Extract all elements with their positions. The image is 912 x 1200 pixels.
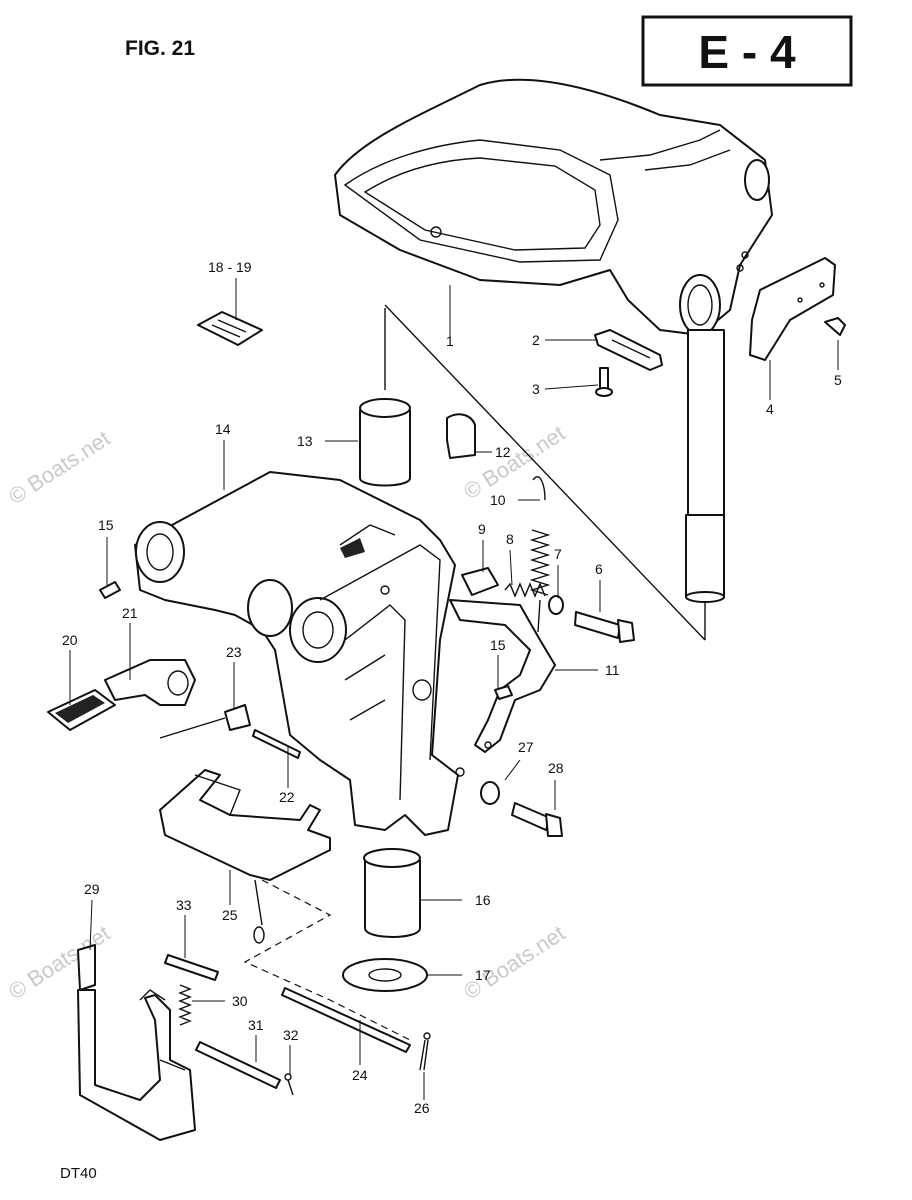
callout-9: 9 [478, 521, 486, 537]
part-33-pin [164, 954, 219, 981]
assembly-lines [243, 304, 706, 1041]
section-code: E - 4 [698, 26, 796, 78]
part-23-clip [159, 704, 251, 739]
callout-6: 6 [595, 561, 603, 577]
callout-8: 8 [506, 531, 514, 547]
callout-24: 24 [352, 1067, 368, 1083]
callout-17: 17 [475, 967, 491, 983]
callout-10: 10 [490, 492, 506, 508]
part-21-lever [104, 659, 196, 706]
callout-14: 14 [215, 421, 231, 437]
part-2-plate [594, 329, 663, 371]
callout-1: 1 [446, 333, 454, 349]
part-27-washer [480, 781, 500, 805]
callout-11: 11 [605, 662, 620, 678]
callout-30: 30 [232, 993, 248, 1009]
callout-2: 2 [532, 332, 540, 348]
part-5-screw [824, 317, 846, 336]
watermark-4: © Boats.net [459, 920, 569, 1004]
section-code-box [641, 15, 853, 87]
part-10-spring [529, 476, 551, 633]
callout-18-19: 18 - 19 [208, 259, 252, 275]
part-20-pad [47, 689, 116, 731]
part-26-cotter-pin [419, 1032, 431, 1071]
callout-26: 26 [414, 1100, 430, 1116]
callout-31: 31 [248, 1017, 264, 1033]
part-31-pin [195, 1041, 281, 1089]
callout-29: 29 [84, 881, 100, 897]
part-28-bolt [511, 802, 563, 837]
callout-15a: 15 [98, 517, 114, 533]
part-29-bracket [77, 944, 196, 1141]
part-30-spring [178, 984, 192, 1026]
callout-15b: 15 [490, 637, 506, 653]
callout-23: 23 [226, 644, 242, 660]
callout-33: 33 [176, 897, 192, 913]
callout-28: 28 [548, 760, 564, 776]
callout-27: 27 [518, 739, 534, 755]
part-17-washer [342, 958, 428, 992]
leader-lines [69, 278, 839, 1100]
callout-3: 3 [532, 381, 540, 397]
part-15a-grease-nipple [99, 581, 121, 599]
callout-25: 25 [222, 907, 238, 923]
part-13-bushing [359, 398, 411, 487]
callout-labels: 1 2 3 4 5 6 7 8 9 10 11 12 13 14 15 15 1… [62, 259, 842, 1116]
part-14-swivel-bracket [134, 471, 465, 836]
part-18-19-label-plate [197, 311, 263, 346]
part-6-bolt [574, 611, 635, 643]
callout-12: 12 [495, 444, 511, 460]
callout-16: 16 [475, 892, 491, 908]
callout-4: 4 [766, 401, 774, 417]
part-11-lever [449, 599, 556, 753]
callout-5: 5 [834, 372, 842, 388]
part-15b-grease-nipple [494, 685, 513, 700]
model-label: DT40 [60, 1165, 97, 1182]
part-3-bolt [595, 367, 613, 397]
watermark-1: © Boats.net [4, 425, 114, 509]
callout-32: 32 [283, 1027, 299, 1043]
figure-title: FIG. 21 [125, 37, 195, 60]
part-7-washer [548, 595, 564, 615]
callout-22: 22 [279, 789, 295, 805]
callout-7: 7 [554, 546, 562, 562]
part-4-cover-plate [749, 257, 836, 361]
part-12-half-bushing [446, 413, 476, 459]
part-1-steering-bracket [334, 78, 773, 603]
part-16-sleeve [363, 848, 421, 938]
part-25-frame [159, 769, 331, 944]
callout-21: 21 [122, 605, 138, 621]
part-8-spring [504, 582, 546, 598]
watermark-3: © Boats.net [4, 920, 114, 1004]
part-24-rod [281, 987, 411, 1053]
callout-20: 20 [62, 632, 78, 648]
callout-13: 13 [297, 433, 313, 449]
part-9-collar [461, 567, 499, 596]
part-32-cotter-pin [284, 1073, 294, 1096]
